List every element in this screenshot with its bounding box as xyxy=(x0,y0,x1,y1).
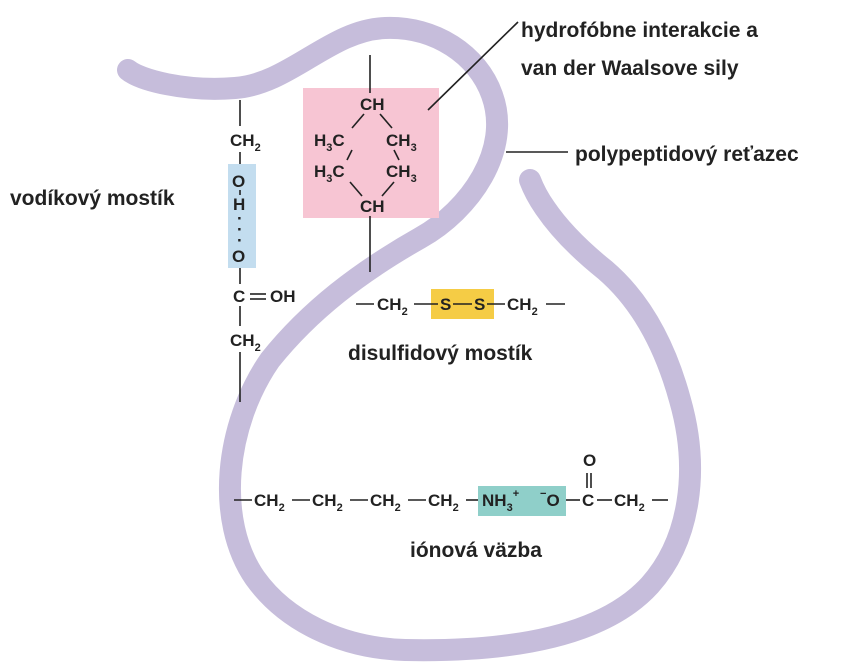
ch2-right-ss: CH2 xyxy=(507,295,538,318)
o-acceptor: O xyxy=(232,247,245,266)
ch-upper: CH xyxy=(360,95,385,114)
h-bond-dot-2: · xyxy=(237,220,243,239)
c-carboxyl: C xyxy=(582,491,594,510)
ch3-upper: CH3 xyxy=(386,131,417,154)
ch2-ion-4: CH2 xyxy=(428,491,459,514)
ch2-left-ss: CH2 xyxy=(377,295,408,318)
ch2-ion-3: CH2 xyxy=(370,491,401,514)
h-bond-dot-1: · xyxy=(237,209,243,228)
hydrophobic-label-line1: hydrofóbne interakcie a xyxy=(521,19,758,42)
ch2-ion-1: CH2 xyxy=(254,491,285,514)
o-minus: −O xyxy=(540,488,560,510)
hydrogen-bond-box xyxy=(228,164,256,268)
hydrophobic-box xyxy=(303,88,439,218)
ionic-box xyxy=(478,486,566,516)
h3c-lower: H3C xyxy=(314,162,345,185)
ch-lower: CH xyxy=(360,197,385,216)
ch2-lower: CH2 xyxy=(230,331,261,354)
hydrophobic-leader xyxy=(427,21,519,111)
polypeptide-chain xyxy=(117,16,701,662)
ch3-lower: CH3 xyxy=(386,162,417,185)
ch2-ion-2: CH2 xyxy=(312,491,343,514)
ch2-upper: CH2 xyxy=(230,131,261,154)
ionic-label: iónová väzba xyxy=(410,539,542,562)
o-donor: O xyxy=(232,172,245,191)
c-carbonyl: C xyxy=(233,287,245,306)
o-carboxyl: O xyxy=(583,451,596,470)
s-atom-1: S xyxy=(440,295,451,314)
h-atom: H xyxy=(233,195,245,214)
ch2-ion-5: CH2 xyxy=(614,491,645,514)
disulfide-label: disulfidový mostík xyxy=(348,342,533,365)
hydrophobic-label-line2: van der Waalsove sily xyxy=(521,57,739,80)
h-bond-dot-3: · xyxy=(237,231,243,250)
h3c-upper: H3C xyxy=(314,131,345,154)
nh3-plus: NH3+ xyxy=(482,488,519,514)
polypeptide-label: polypeptidový reťazec xyxy=(575,143,799,166)
hydrogen-bond-label: vodíkový mostík xyxy=(10,187,175,210)
s-atom-2: S xyxy=(474,295,485,314)
oh-group: OH xyxy=(270,287,296,306)
